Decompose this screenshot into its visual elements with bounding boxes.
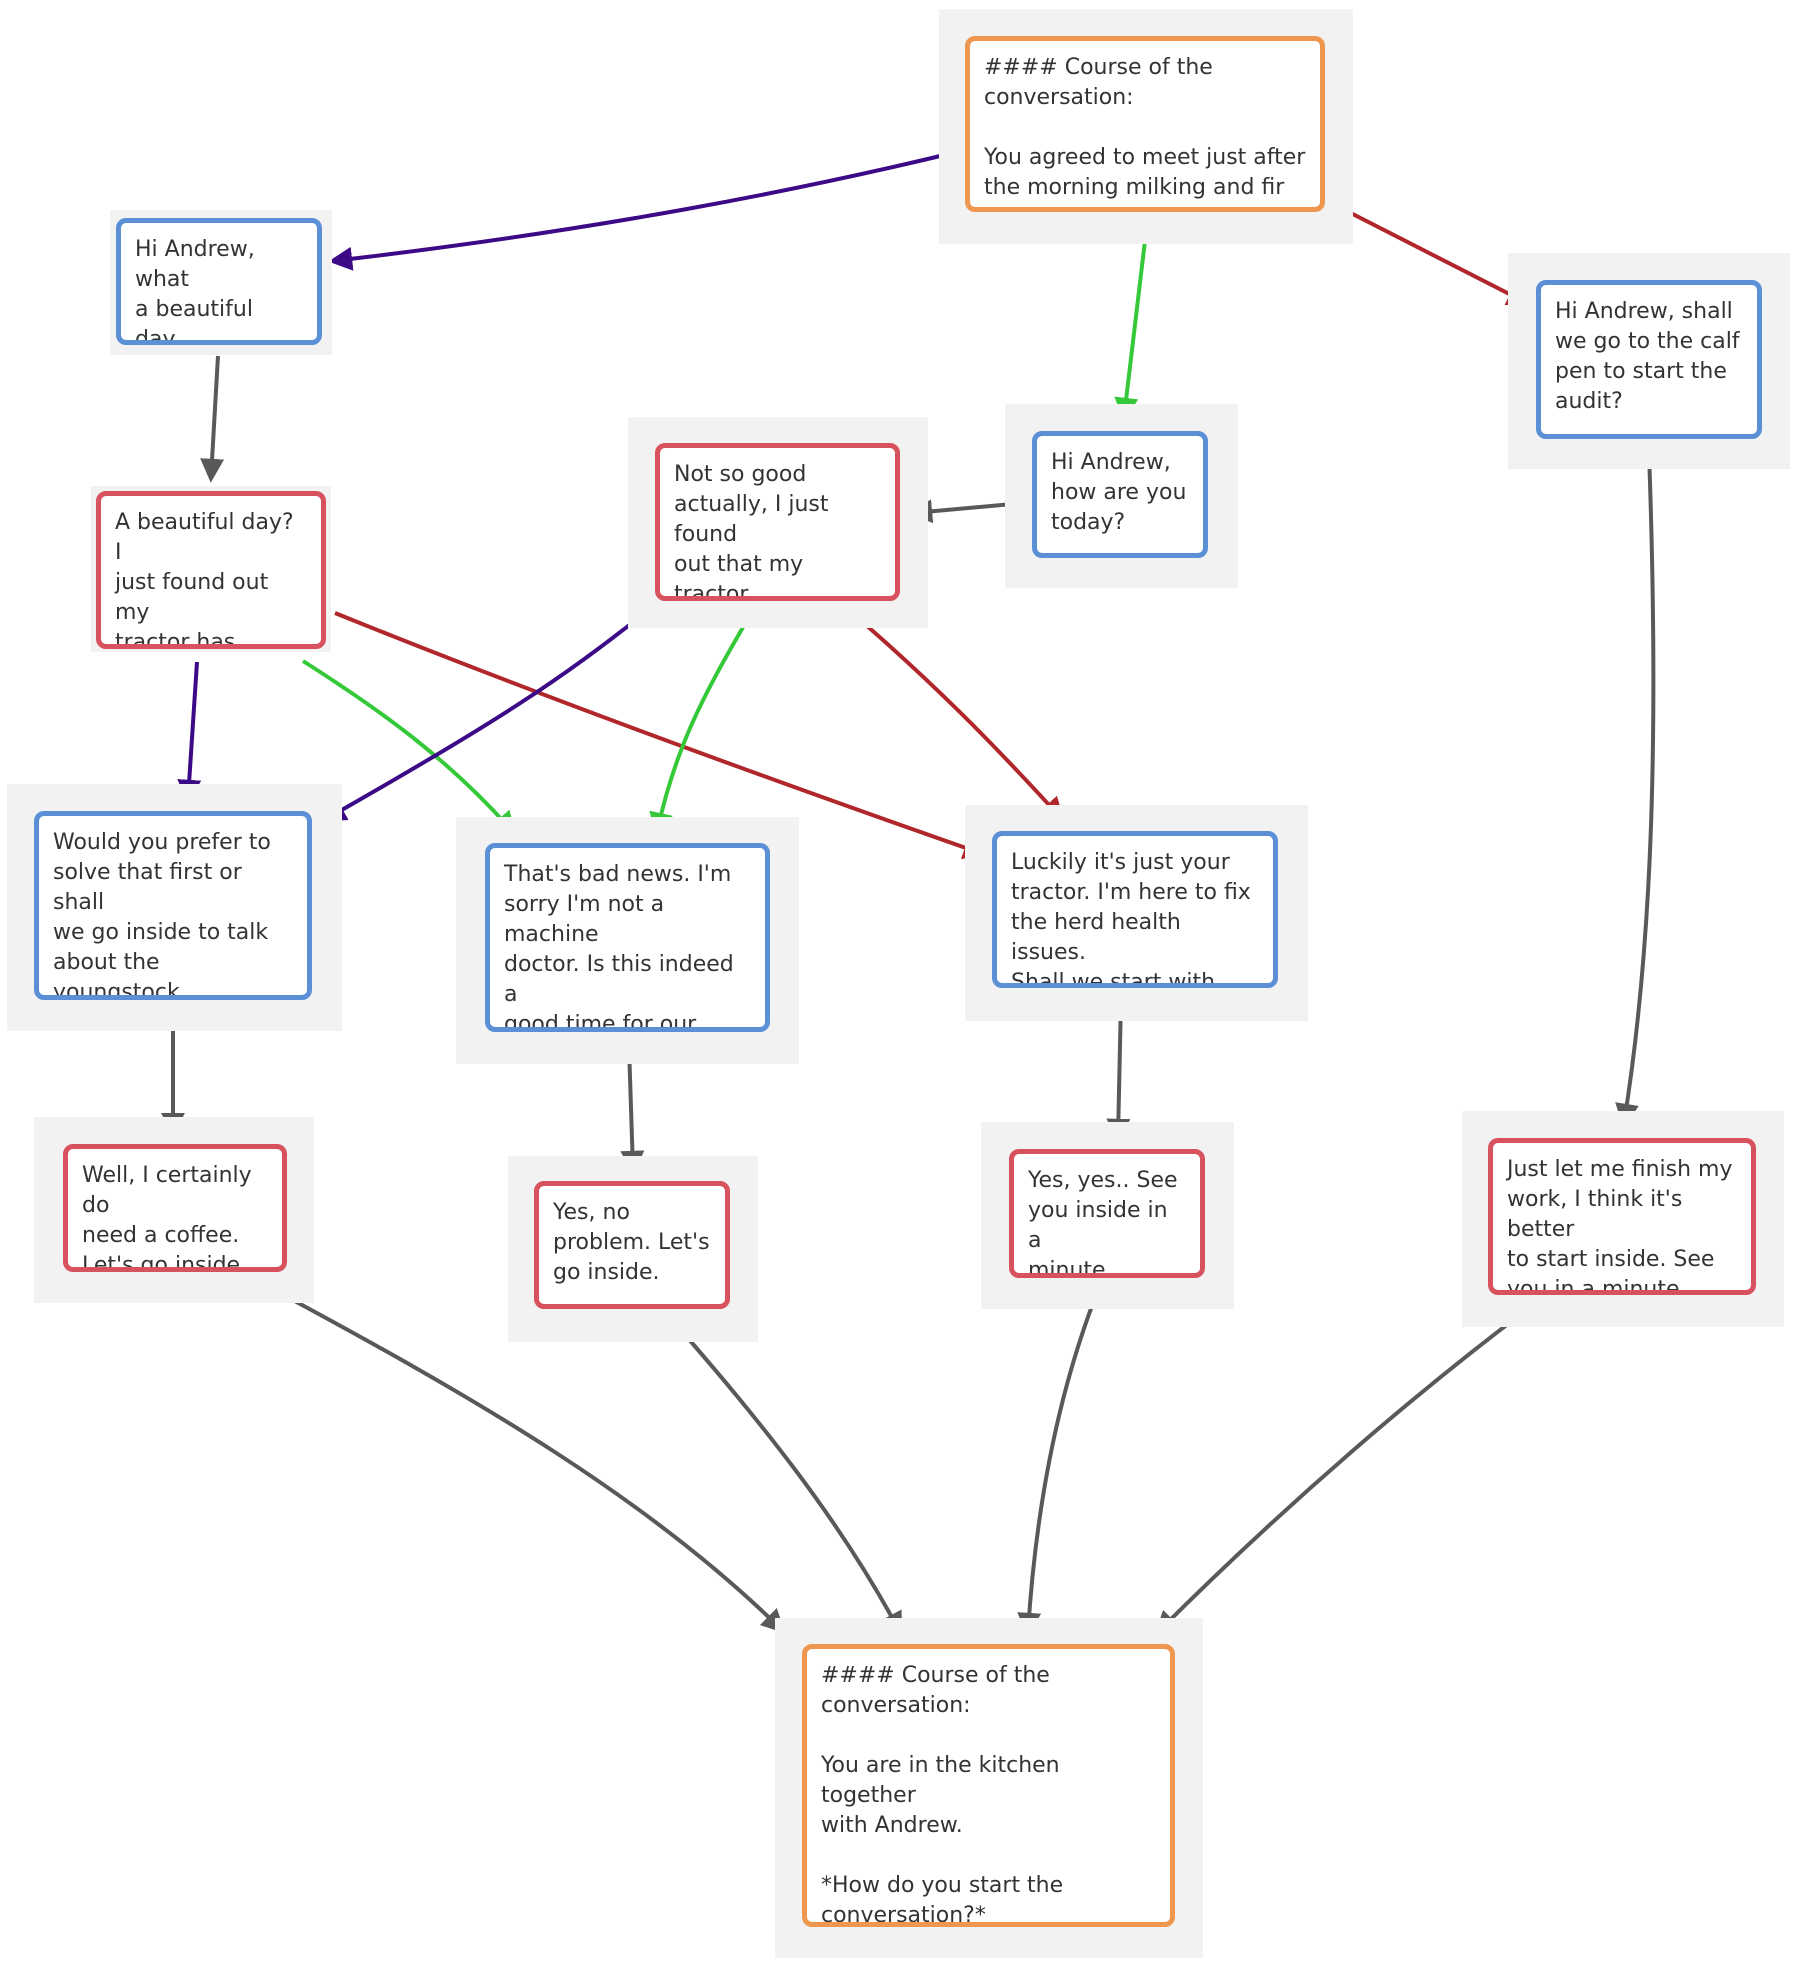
edge-greet-calf-to-ans-finish <box>1615 452 1656 1128</box>
edge-reply-how-to-opt-lucky <box>849 610 1065 822</box>
edge-reply-day-to-opt-sorry <box>301 659 517 836</box>
node-greet-calf[interactable]: Hi Andrew, shall we go to the calf pen t… <box>1536 280 1762 439</box>
node-ans-finish[interactable]: Just let me finish my work, I think it's… <box>1488 1138 1756 1295</box>
node-greet-day[interactable]: Hi Andrew, what a beautiful day, isn't i… <box>116 218 322 345</box>
edge-reply-how-to-opt-solve <box>321 610 648 822</box>
edge-reply-how-to-opt-sorry <box>649 610 754 837</box>
node-greet-how[interactable]: Hi Andrew, how are you today? <box>1032 431 1208 558</box>
node-ans-noproblem[interactable]: Yes, no problem. Let's go inside. <box>534 1181 730 1309</box>
edge-ans-noproblem-to-outro <box>670 1318 903 1637</box>
edge-reply-day-to-opt-lucky <box>334 611 988 859</box>
edge-ans-coffee-to-outro <box>262 1282 786 1634</box>
node-reply-how[interactable]: Not so good actually, I just found out t… <box>655 443 900 601</box>
node-ans-yes[interactable]: Yes, yes.. See you inside in a minute. <box>1009 1149 1205 1278</box>
edge-ans-finish-to-outro <box>1154 1306 1531 1636</box>
node-outro[interactable]: #### Course of the conversation: You are… <box>802 1644 1175 1927</box>
edge-intro-to-greet-day <box>328 150 958 271</box>
edge-greet-day-to-reply-day <box>200 355 225 483</box>
edge-intro-to-greet-calf <box>1336 204 1532 306</box>
node-opt-solve[interactable]: Would you prefer to solve that first or … <box>34 811 312 1000</box>
edge-intro-to-greet-how <box>1114 223 1149 422</box>
node-ans-coffee[interactable]: Well, I certainly do need a coffee. Let'… <box>63 1144 287 1272</box>
edge-ans-yes-to-outro <box>1017 1289 1100 1637</box>
edge-opt-sorry-to-ans-noproblem <box>620 1045 645 1175</box>
edge-opt-lucky-to-ans-yes <box>1106 998 1131 1143</box>
node-intro[interactable]: #### Course of the conversation: You agr… <box>965 36 1325 212</box>
edge-reply-day-to-opt-solve <box>177 661 202 804</box>
node-opt-sorry[interactable]: That's bad news. I'm sorry I'm not a mac… <box>485 843 770 1032</box>
node-opt-lucky[interactable]: Luckily it's just your tractor. I'm here… <box>992 831 1278 988</box>
node-reply-day[interactable]: A beautiful day? I just found out my tra… <box>96 491 326 649</box>
